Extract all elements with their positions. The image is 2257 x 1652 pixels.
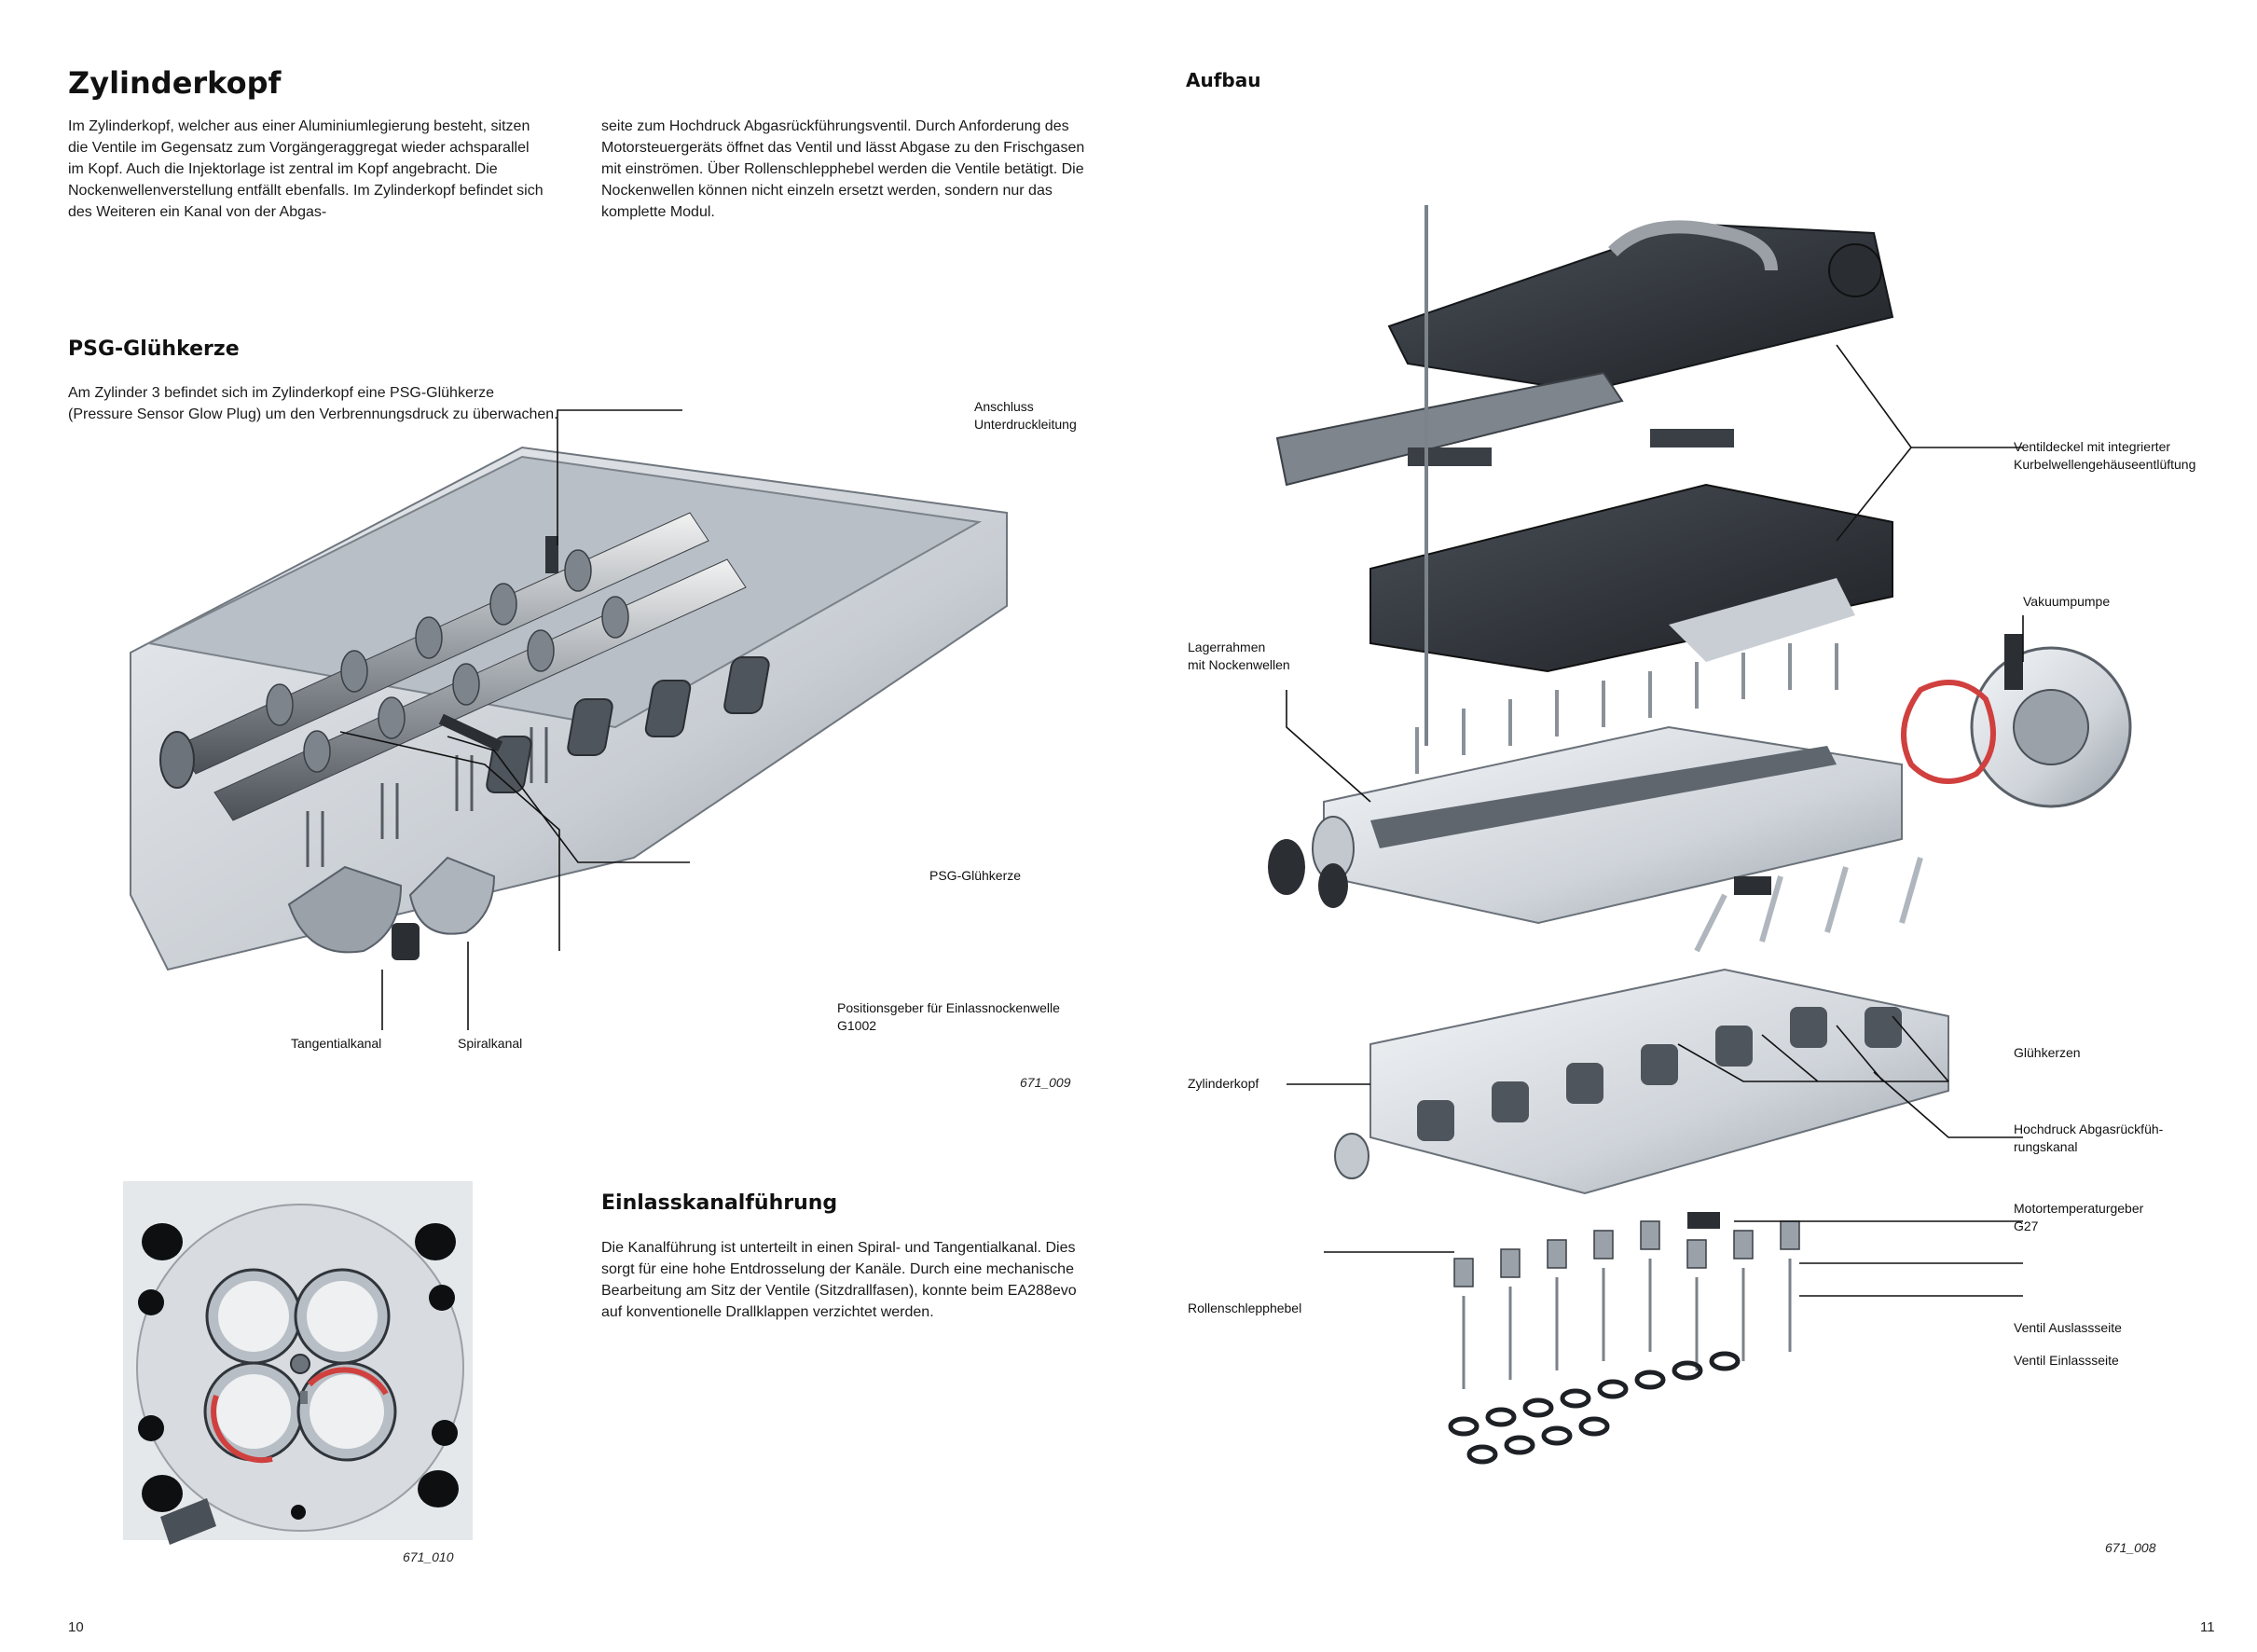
position-sensor-shape bbox=[392, 923, 420, 960]
label-hochdruck-abgasrueckfuehrungskanal: Hochdruck Abgasrückfüh- rungskanal bbox=[2014, 1122, 2164, 1154]
label-psg-gluehkerze: PSG-Glühkerze bbox=[929, 868, 1022, 883]
chamfer-marking-2 bbox=[307, 1367, 389, 1396]
figure-id-671-008: 671_008 bbox=[2105, 1540, 2156, 1555]
injector-hole bbox=[290, 1354, 310, 1374]
label-vakuumpumpe: Vakuumpumpe bbox=[2023, 594, 2111, 609]
intro-paragraph-col1: Im Zylinderkopf, welcher aus einer Alumi… bbox=[68, 118, 544, 220]
label-tangentialkanal: Tangentialkanal bbox=[291, 1036, 382, 1051]
exploded-view-illustration bbox=[1268, 205, 2132, 1465]
gasket-shape bbox=[1901, 680, 1996, 784]
aufbau-heading: Aufbau bbox=[1186, 69, 1261, 91]
einlass-heading: Einlasskanalführung bbox=[601, 1191, 838, 1215]
einlass-paragraph: Die Kanalführung ist unterteilt in einen… bbox=[601, 1240, 1077, 1320]
spiral-channel-shape bbox=[408, 856, 496, 935]
intro-paragraph-col2: seite zum Hochdruck Abgasrückführungsven… bbox=[601, 118, 1085, 220]
temp-sensor-shape bbox=[1687, 1212, 1720, 1229]
upper-cover-shape bbox=[1387, 220, 1894, 393]
label-gluehkerzen: Glühkerzen bbox=[2014, 1045, 2081, 1060]
plate-shape bbox=[1275, 371, 1624, 487]
figure-id-671-010: 671_010 bbox=[403, 1549, 454, 1564]
valve-cover-shape bbox=[1369, 483, 1893, 673]
vacuum-pump-shape bbox=[1970, 634, 2132, 808]
figure-id-671-009: 671_009 bbox=[1020, 1075, 1071, 1090]
bearing-frame-shape bbox=[1312, 725, 1903, 925]
psg-heading: PSG-Glühkerze bbox=[68, 337, 240, 361]
psg-paragraph: Am Zylinder 3 befindet sich im Zylinderk… bbox=[68, 385, 558, 422]
label-motortemperaturgeber: Motortemperaturgeber G27 bbox=[2014, 1201, 2144, 1233]
label-lagerrahmen: Lagerrahmen mit Nockenwellen bbox=[1188, 640, 1290, 672]
label-rollenschlepphebel: Rollenschlepphebel bbox=[1188, 1301, 1302, 1315]
label-ventil-einlassseite: Ventil Einlassseite bbox=[2014, 1353, 2119, 1368]
cylinder-head-illustration bbox=[130, 409, 1008, 1030]
valve-seat-illustration bbox=[123, 1181, 473, 1545]
label-ventildeckel: Ventildeckel mit integrierter Kurbelwell… bbox=[2014, 439, 2196, 472]
page-number-right: 11 bbox=[2200, 1619, 2215, 1635]
page-number-left: 10 bbox=[68, 1619, 84, 1635]
label-positionsgeber: Positionsgeber für Einlassnockenwelle G1… bbox=[837, 1000, 1060, 1033]
label-spiralkanal: Spiralkanal bbox=[458, 1036, 523, 1051]
chamfer-marking-1 bbox=[211, 1395, 273, 1464]
label-ventil-auslassseite: Ventil Auslassseite bbox=[2014, 1320, 2122, 1335]
page-title: Zylinderkopf bbox=[68, 65, 282, 101]
psg-plug-shape bbox=[438, 713, 503, 752]
tangential-channel-shape bbox=[287, 865, 403, 954]
vacuum-connector bbox=[545, 536, 558, 573]
label-anschluss-unterdruckleitung: Anschluss Unterdruckleitung bbox=[974, 399, 1077, 432]
cylinder-head-shape bbox=[1369, 968, 1949, 1195]
label-zylinderkopf: Zylinderkopf bbox=[1188, 1076, 1259, 1091]
sensor-shape bbox=[1734, 876, 1771, 895]
